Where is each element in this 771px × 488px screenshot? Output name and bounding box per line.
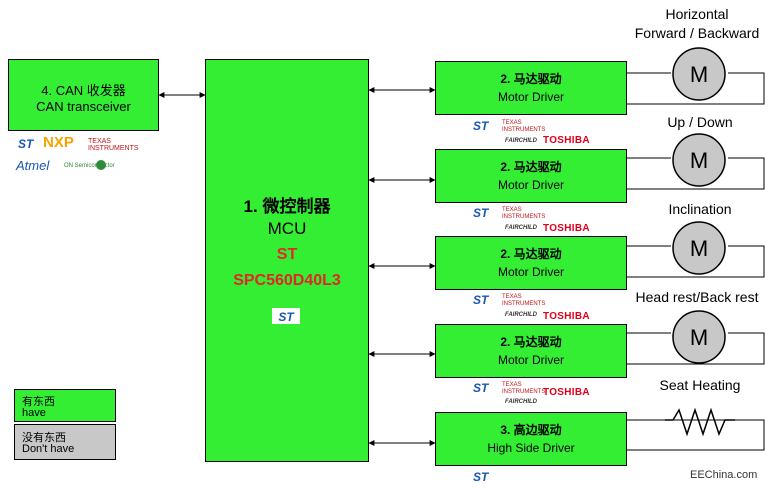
mcu-block: 1. 微控制器 MCU ST SPC560D40L3 ST [205, 59, 369, 462]
motor-circuit-4 [627, 310, 765, 365]
toshiba-logo: TOSHIBA [543, 135, 590, 146]
driver-subtitle: Motor Driver [497, 178, 564, 192]
mcu-title: 1. 微控制器 [243, 197, 331, 216]
heater-circuit [627, 407, 765, 451]
driver-subtitle: High Side Driver [487, 441, 575, 455]
motor-driver-3: 2. 马达驱动 Motor Driver [435, 236, 627, 290]
st-logo: ST [473, 119, 489, 133]
motor-circuit-2 [627, 133, 765, 190]
driver-title: 2. 马达驱动 [500, 160, 562, 174]
driver-title: 3. 高边驱动 [500, 423, 562, 437]
driver-subtitle: Motor Driver [497, 265, 564, 279]
legend-have-en: have [22, 407, 46, 419]
toshiba-logo: TOSHIBA [543, 223, 590, 234]
can-subtitle: CAN transceiver [36, 99, 131, 114]
driver-title: 2. 马达驱动 [500, 72, 562, 86]
fairchild-logo: FAIRCHILD [505, 225, 537, 231]
fairchild-logo: FAIRCHILD [505, 399, 537, 405]
motor-circuit-3 [627, 221, 765, 278]
load-label-seat-heating: Seat Heating [659, 377, 741, 393]
load-label-horizontal: Horizontal Forward / Backward [634, 6, 760, 41]
driver-title: 2. 马达驱动 [500, 247, 562, 261]
motor-circle [672, 133, 726, 187]
motor-circle [672, 47, 726, 101]
ti-logo: TEXAS INSTRUMENTS [502, 207, 546, 220]
can-transceiver-block: 4. CAN 收发器 CAN transceiver [8, 59, 159, 131]
mcu-part-number: SPC560D40L3 [233, 272, 341, 289]
mcu-vendor: ST [276, 246, 298, 263]
st-logo: ST [473, 293, 489, 307]
st-logo: ST [473, 206, 489, 220]
atmel-logo: Atmel [16, 158, 50, 173]
motor-driver-2: 2. 马达驱动 Motor Driver [435, 149, 627, 203]
high-side-driver: 3. 高边驱动 High Side Driver [435, 412, 627, 466]
st-logo: ST [18, 137, 34, 151]
nxp-logo: NXP [43, 134, 74, 151]
on-semi-logo: ON Semiconductor [64, 163, 115, 169]
motor-symbol: M [689, 62, 709, 87]
other-vendor-logo [96, 160, 106, 170]
legend-have: 有东西 have [14, 389, 116, 422]
driver-title: 2. 马达驱动 [500, 335, 562, 349]
ti-logo: TEXAS INSTRUMENTS [88, 138, 139, 152]
mcu-st-logo: ST [272, 308, 300, 324]
legend-dont-have-en: Don't have [22, 443, 75, 455]
legend-have-cn: 有东西 [22, 396, 55, 408]
resistor-symbol [665, 407, 735, 437]
watermark: EEChina.com [690, 469, 758, 481]
motor-symbol: M [689, 325, 709, 350]
motor-symbol: M [689, 148, 709, 173]
legend-dont-have: 没有东西 Don't have [14, 424, 116, 460]
load-label-headrest: Head rest/Back rest [635, 289, 759, 305]
ti-logo: TEXAS INSTRUMENTS [502, 120, 546, 133]
ti-logo: TEXAS INSTRUMENTS [502, 382, 546, 395]
motor-driver-1: 2. 马达驱动 Motor Driver [435, 61, 627, 115]
driver-subtitle: Motor Driver [497, 90, 564, 104]
toshiba-logo: TOSHIBA [543, 311, 590, 322]
driver-subtitle: Motor Driver [497, 353, 564, 367]
fairchild-logo: FAIRCHILD [505, 138, 537, 144]
st-logo: ST [473, 470, 489, 484]
load-label-inclination: Inclination [668, 201, 732, 217]
motor-circle [672, 221, 726, 275]
motor-driver-4: 2. 马达驱动 Motor Driver [435, 324, 627, 378]
legend-dont-have-cn: 没有东西 [22, 432, 66, 444]
st-logo: ST [473, 381, 489, 395]
mcu-subtitle: MCU [267, 219, 307, 238]
motor-circuit-1 [627, 47, 765, 105]
can-title: 4. CAN 收发器 [41, 83, 126, 98]
toshiba-logo: TOSHIBA [543, 387, 590, 398]
fairchild-logo: FAIRCHILD [505, 312, 537, 318]
motor-symbol: M [689, 236, 709, 261]
ti-logo: TEXAS INSTRUMENTS [502, 294, 546, 307]
load-label-up-down: Up / Down [667, 114, 733, 130]
motor-circle [672, 310, 726, 364]
